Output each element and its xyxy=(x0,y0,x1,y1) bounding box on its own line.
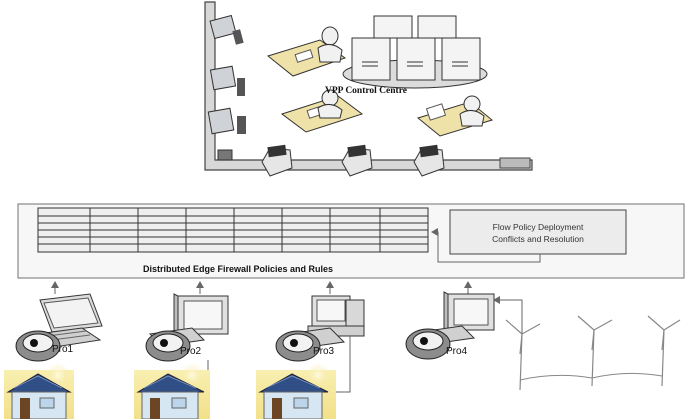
server-cluster-icon xyxy=(342,15,488,89)
house-icon xyxy=(134,363,210,419)
firewall-panel xyxy=(17,203,685,279)
wind-link xyxy=(493,296,523,334)
smart-meter-icon xyxy=(145,330,191,362)
prosumer-3 xyxy=(256,295,365,419)
control-room xyxy=(204,1,533,177)
wall-device-icon xyxy=(217,149,233,161)
prosumer-2-label: Pro2 xyxy=(180,346,202,357)
house-icon xyxy=(4,363,74,419)
prosumer-1-label: Pro1 xyxy=(52,344,74,355)
wall-monitor-icon xyxy=(209,14,244,45)
power-line xyxy=(519,372,663,381)
prosumer-3-label: Pro3 xyxy=(313,346,335,357)
house-icon xyxy=(256,363,336,419)
wall-monitor-icon xyxy=(209,65,245,96)
operator-desk-icon xyxy=(280,89,364,133)
policy-box xyxy=(449,209,627,255)
wind-turbine-icon xyxy=(647,315,681,387)
prosumer-1 xyxy=(4,293,103,419)
prosumer-4-label: Pro4 xyxy=(446,346,468,357)
wind-turbine-icon xyxy=(505,319,541,391)
uplink-arrows xyxy=(51,281,472,294)
wind-turbine-icon xyxy=(577,315,613,387)
wall-monitor-icon xyxy=(207,107,246,135)
rule-table xyxy=(37,207,429,253)
floor-monitor-icon xyxy=(261,144,293,177)
policy-title: Flow Policy Deployment xyxy=(492,222,584,232)
firewall-caption: Distributed Edge Firewall Policies and R… xyxy=(143,264,334,274)
floor-monitor-icon xyxy=(341,144,373,177)
control-centre-label: VPP Control Centre xyxy=(325,86,407,96)
operator-desk-icon xyxy=(416,95,494,137)
house-link xyxy=(336,336,351,393)
desktop-computer-icon xyxy=(148,293,229,347)
smart-meter-icon xyxy=(405,328,451,360)
floor-monitor-icon xyxy=(413,144,445,177)
policy-subtitle: Conflicts and Resolution xyxy=(492,234,584,244)
operator-desk-icon xyxy=(266,26,347,77)
smart-meter-icon xyxy=(275,330,321,362)
prosumer-2 xyxy=(134,293,229,419)
prosumer-4 xyxy=(405,291,681,391)
smart-meter-icon xyxy=(15,330,61,362)
